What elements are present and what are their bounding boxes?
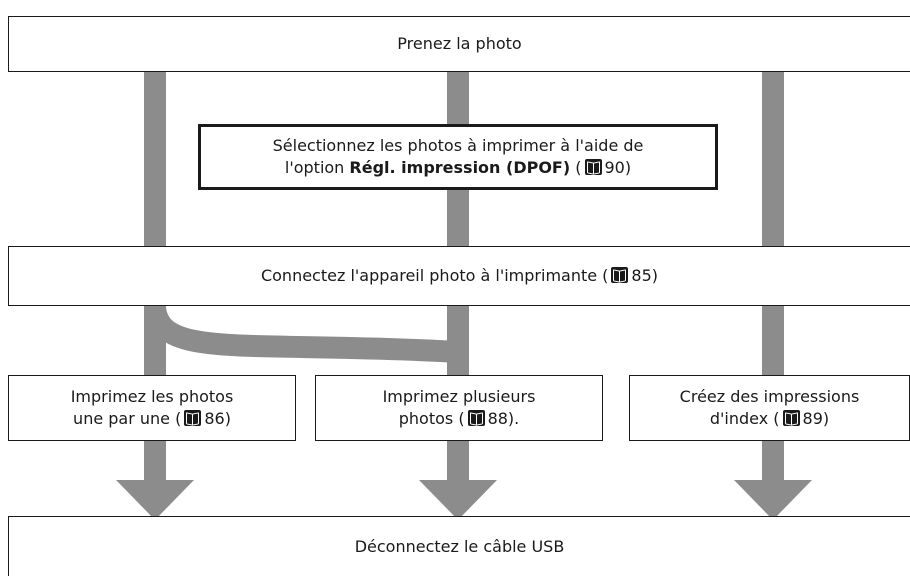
option-print-multiple: Imprimez plusieurs photos (88). — [315, 375, 603, 441]
book-icon — [782, 410, 800, 426]
dpof-option-name: Régl. impression (DPOF) — [349, 158, 571, 177]
option-one-page-ref: 86 — [204, 409, 225, 428]
book-icon — [584, 159, 602, 175]
connector-top-to-dpof — [447, 70, 469, 126]
arrow-head-option-multi — [419, 480, 497, 520]
arrow-shaft-option-index — [762, 440, 784, 480]
arrow-head-option-one — [116, 480, 194, 520]
arrow-head-option-index — [734, 480, 812, 520]
connector-connect-to-option-index — [762, 305, 784, 377]
book-icon — [611, 267, 629, 283]
book-icon — [467, 410, 485, 426]
option-print-one-by-one: Imprimez les photos une par une (86) — [8, 375, 296, 441]
arrow-shaft-option-one — [144, 440, 166, 480]
step-disconnect-usb: Déconnectez le câble USB — [8, 516, 910, 576]
step-select-dpof: Sélectionnez les photos à imprimer à l'a… — [198, 124, 718, 190]
connector-top-to-connect-right — [762, 70, 784, 248]
dpof-line-2: l'option Régl. impression (DPOF) (90) — [284, 158, 632, 177]
option-multi-page-ref: 88 — [487, 409, 508, 428]
option-index-page-ref: 89 — [802, 409, 823, 428]
step-take-photo-label: Prenez la photo — [397, 34, 522, 53]
arrow-shaft-option-multi — [447, 440, 469, 480]
step-take-photo: Prenez la photo — [8, 16, 910, 72]
connector-top-to-connect-left — [144, 70, 166, 248]
option-index-print: Créez des impressions d'index (89) — [629, 375, 910, 441]
dpof-line-1: Sélectionnez les photos à imprimer à l'a… — [272, 136, 644, 155]
curved-branch-connector — [144, 306, 459, 363]
connector-dpof-to-connect — [447, 188, 469, 248]
book-icon — [184, 410, 202, 426]
dpof-page-ref: 90 — [604, 158, 625, 177]
disconnect-label: Déconnectez le câble USB — [354, 536, 565, 556]
step-connect-printer: Connectez l'appareil photo à l'imprimant… — [8, 246, 910, 306]
connect-page-ref: 85 — [631, 266, 652, 285]
connect-label: Connectez l'appareil photo à l'imprimant… — [260, 266, 659, 285]
